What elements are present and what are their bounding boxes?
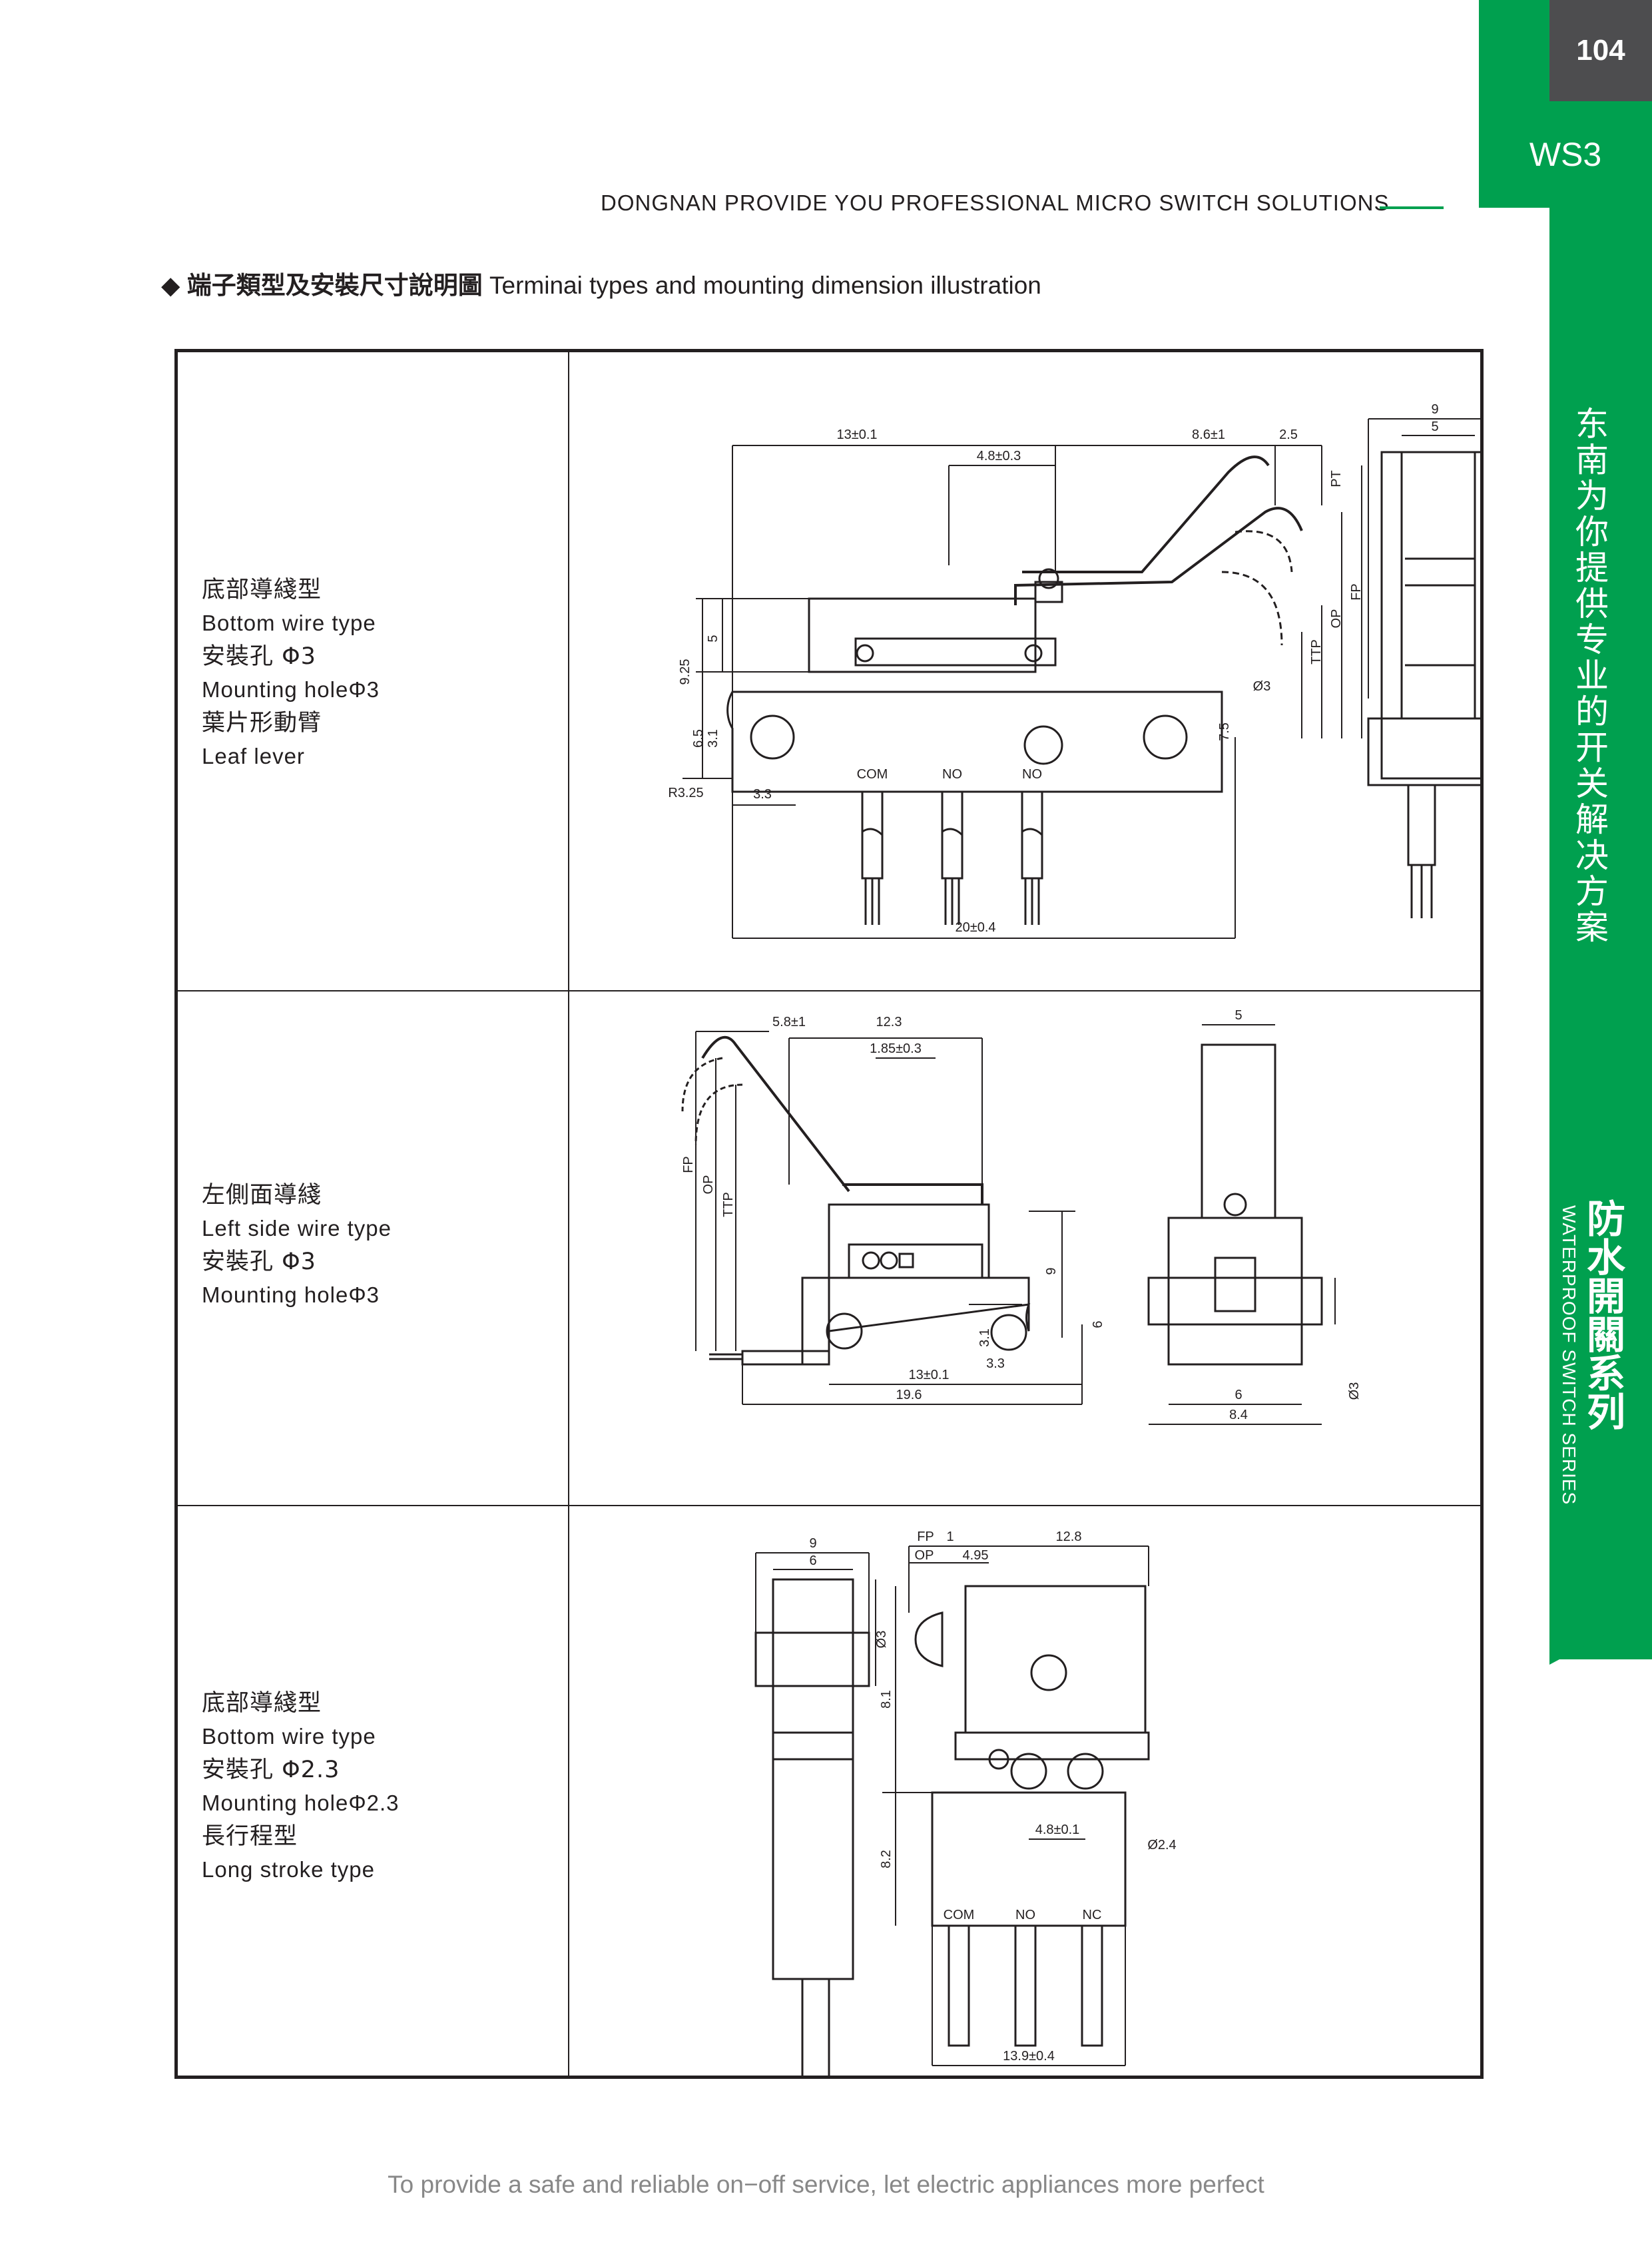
row-1-line: 葉片形動臂 <box>202 710 322 736</box>
dim-label: 6 <box>809 1553 816 1568</box>
terminal-label: NO <box>1022 767 1042 782</box>
row-1-line: Mounting holeΦ3 <box>202 677 380 702</box>
row-3-labels: 底部導綫型 Bottom wire type 安裝孔 Φ2.3 Mounting… <box>202 1687 400 1886</box>
page-number: 104 <box>1549 0 1652 101</box>
dim-label: 8.1 <box>879 1690 894 1709</box>
row-3-line: 長行程型 <box>202 1823 298 1850</box>
side-band-slant <box>1549 1598 1652 1665</box>
dim-label: 3.1 <box>706 729 720 748</box>
dim-label: 5 <box>1235 1008 1242 1023</box>
section-title-cn: 端子類型及安裝尺寸說明圖 <box>186 271 483 300</box>
dim-label: 6 <box>1235 1388 1242 1402</box>
row-1-line: Leaf lever <box>202 744 305 768</box>
dim-label: 1.85±0.3 <box>870 1041 922 1056</box>
terminal-label: NO <box>942 767 962 782</box>
dim-label: R3.25 <box>668 786 703 800</box>
dim-label: OP <box>1329 609 1344 629</box>
row-2-line: 左側面導綫 <box>202 1182 322 1209</box>
row-2-line: Left side wire type <box>202 1216 392 1241</box>
section-title: ◆ 端子類型及安裝尺寸說明圖 Terminai types and mounti… <box>161 265 1041 301</box>
terminal-label: NO <box>1015 1908 1035 1922</box>
drawing-left-side-wire: 5.8±1 12.3 1.85±0.3 5 FP OP TTP 9 6 3.1 … <box>681 1008 1362 1425</box>
header-rule <box>1380 206 1444 209</box>
row-1-labels: 底部導綫型 Bottom wire type 安裝孔 Φ3 Mounting h… <box>202 573 380 773</box>
dim-label: Ø3 <box>874 1631 889 1649</box>
dim-label: 3.3 <box>986 1356 1005 1371</box>
dim-label: OP <box>915 1548 934 1563</box>
dim-label: 12.3 <box>876 1015 902 1029</box>
drawing-bottom-wire-leaf-lever: 13±0.1 8.6±1 2.5 4.8±0.3 9 5 9.25 5 6.5 … <box>668 402 1484 939</box>
dim-label: 4.8±0.3 <box>977 449 1021 463</box>
dim-label: 6 <box>1091 1320 1105 1328</box>
dim-label: 4.8±0.1 <box>1035 1822 1080 1837</box>
row-2-labels: 左側面導綫 Left side wire type 安裝孔 Φ3 Mountin… <box>202 1179 392 1312</box>
dim-label: 19.6 <box>896 1388 922 1402</box>
terminal-label: COM <box>944 1908 975 1922</box>
dim-label: 1 <box>946 1530 954 1544</box>
section-title-en: Terminai types and mounting dimension il… <box>489 272 1041 299</box>
row-1-line: 底部導綫型 <box>202 577 322 603</box>
dim-label: Ø3 <box>1347 1382 1362 1400</box>
row-1-line: Bottom wire type <box>202 611 376 635</box>
dim-label: FP <box>917 1530 934 1544</box>
row-2-line: 安裝孔 Φ3 <box>202 1249 316 1275</box>
model-label: WS3 <box>1529 136 1602 173</box>
row-divider <box>178 990 1480 991</box>
diamond-icon: ◆ <box>161 272 180 299</box>
side-band <box>1549 208 1652 1659</box>
footer-tagline: To provide a safe and reliable on−off se… <box>388 2171 1264 2198</box>
dim-label: 8.2 <box>879 1850 894 1868</box>
dim-label: 9.25 <box>678 659 692 685</box>
row-3-line: Mounting holeΦ2.3 <box>202 1791 400 1815</box>
dim-label: Ø3 <box>1253 679 1271 694</box>
dim-label: 4.95 <box>963 1548 989 1563</box>
terminal-label: NC <box>1083 1908 1102 1922</box>
dim-label: FP <box>1349 583 1364 601</box>
dimension-table: 底部導綫型 Bottom wire type 安裝孔 Φ3 Mounting h… <box>174 349 1484 2079</box>
dim-label: 6.5 <box>691 729 706 748</box>
row-3-line: Bottom wire type <box>202 1724 376 1749</box>
dim-label: 20±0.4 <box>955 920 995 935</box>
dim-label: 5.8±1 <box>772 1015 806 1029</box>
model-tab: WS3 <box>1479 101 1652 208</box>
slogan-cn: 东南为你提供专业的开关解决方案 <box>1570 406 1609 946</box>
drawing-bottom-wire-long-stroke: 9 6 Ø3 FP 1 12.8 OP 4.95 8.1 8.2 4.8±0.1… <box>754 1530 1177 2079</box>
column-divider <box>568 352 569 2076</box>
dim-label: 9 <box>1431 402 1438 417</box>
header-tagline: DONGNAN PROVIDE YOU PROFESSIONAL MICRO S… <box>601 190 1390 215</box>
dim-label: 3.3 <box>753 787 772 802</box>
row-1-line: 安裝孔 Φ3 <box>202 643 316 670</box>
dim-label: 7.5 <box>1217 722 1232 741</box>
side-band-tip <box>1549 1658 1652 1659</box>
row-2-line: Mounting holeΦ3 <box>202 1282 380 1307</box>
dim-label: 8.4 <box>1229 1408 1248 1422</box>
series-cn: 防水開關系列 <box>1580 1199 1625 1430</box>
dim-label: Ø2.4 <box>1147 1838 1176 1852</box>
dim-label: 13±0.1 <box>836 427 877 442</box>
row-divider <box>178 1505 1480 1506</box>
dim-label: 12.8 <box>1056 1530 1082 1544</box>
dim-label: 8.6±1 <box>1192 427 1225 442</box>
row-3-line: 安裝孔 Φ2.3 <box>202 1757 340 1783</box>
page-number-label: 104 <box>1576 34 1625 67</box>
dim-label: TTP <box>1309 639 1324 665</box>
dim-label: PT <box>1329 470 1344 487</box>
terminal-label: COM <box>857 767 888 782</box>
dim-label: 9 <box>1044 1267 1059 1274</box>
dim-label: TTP <box>721 1192 736 1217</box>
dim-label: 13±0.1 <box>908 1368 949 1382</box>
dim-label: OP <box>701 1175 716 1195</box>
dim-label: 9 <box>809 1536 816 1551</box>
dim-label: 13.9±0.4 <box>1003 2049 1055 2064</box>
row-3-line: 底部導綫型 <box>202 1690 322 1717</box>
dim-label: 3.1 <box>977 1328 992 1347</box>
dim-label: 5 <box>1431 420 1438 434</box>
row-3-line: Long stroke type <box>202 1857 375 1882</box>
dim-label: 2.5 <box>1279 427 1298 442</box>
series-en: WATERPROOF SWITCH SERIES <box>1559 1205 1579 1506</box>
dim-label: FP <box>681 1156 696 1173</box>
dim-label: 5 <box>706 635 720 642</box>
